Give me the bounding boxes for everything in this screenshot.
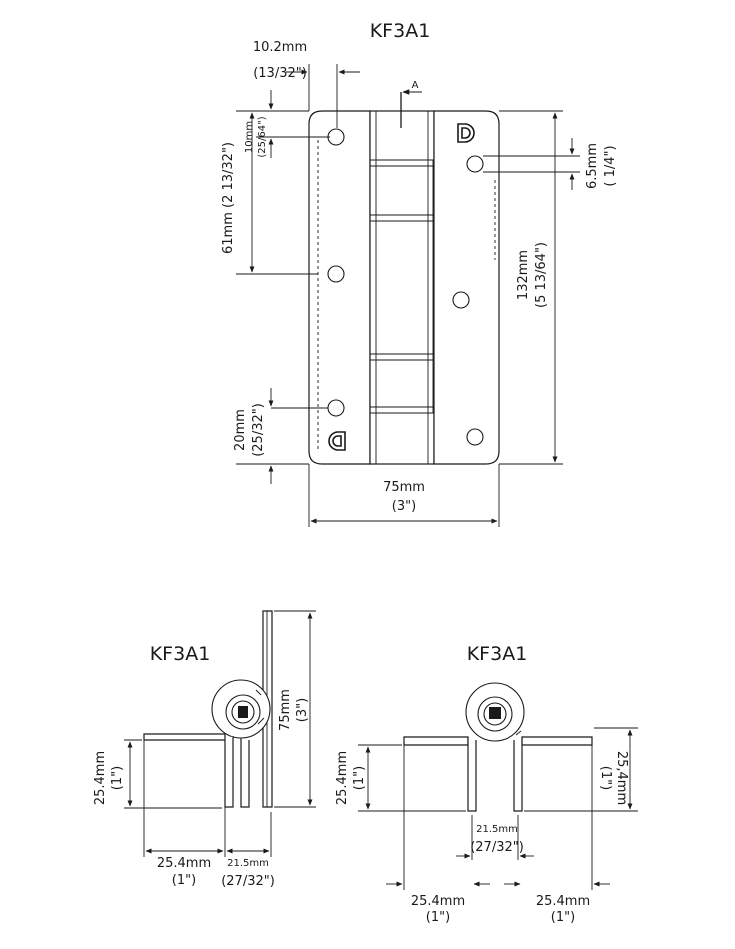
front-hinge-body (308, 110, 500, 465)
dim-width-in: (3") (392, 499, 416, 514)
side-view-flat: KF3A1 25.4mm (1") 25,4mm (1") (335, 643, 638, 925)
side-flat-right-depth-mm: 25,4mm (614, 751, 629, 805)
dim-pin-offset-mm: 10.2mm (253, 40, 307, 55)
side-flat-title: KF3A1 (467, 643, 528, 665)
side-flat-left-depth-mm: 25.4mm (335, 751, 350, 805)
side-flat-left-width-in: (1") (426, 910, 450, 925)
side-flat-gap-mm: 21.5mm (476, 824, 518, 835)
dim-width: 75mm (3") (308, 464, 500, 527)
side-open-depth-in: (1") (110, 766, 125, 790)
front-hole-right-middle (452, 291, 470, 309)
dim-right-hole-in: ( 1/4") (603, 145, 618, 186)
side-open-gap-in: (27/32") (221, 874, 275, 889)
front-hole-right-bottom (466, 428, 484, 446)
section-marker: A (400, 80, 422, 128)
side-flat-right-depth-in: (1") (598, 766, 613, 790)
front-view-title: KF3A1 (370, 20, 431, 42)
side-flat-left-depth-in: (1") (352, 766, 367, 790)
dim-width-mm: 75mm (383, 480, 425, 495)
front-hole-left-bottom (327, 399, 345, 417)
dim-top-hole-mm: 10mm (244, 121, 255, 153)
brand-logo-icon (328, 431, 346, 451)
dim-bottom-hole-mm: 20mm (233, 409, 248, 451)
side-open-title: KF3A1 (150, 643, 211, 665)
dim-bottom-hole-in: (25/32") (251, 403, 266, 457)
front-hole-left-middle (327, 265, 345, 283)
side-flat-right-width-in: (1") (551, 910, 575, 925)
side-open-height-in: (3") (295, 698, 310, 722)
side-flat-hinge (403, 682, 593, 815)
side-view-open: KF3A1 25.4mm (1") (93, 610, 316, 889)
front-view: KF3A1 (221, 20, 618, 527)
side-open-dims: 25.4mm (1") 75mm (3") 25.4mm (1") 21.5mm… (93, 610, 316, 889)
dim-height-mm: 132mm (516, 250, 531, 300)
dim-pin-offset: 10.2mm (13/32") (253, 40, 360, 128)
dim-right-side: 6.5mm ( 1/4") 132mm (5 13/64") (483, 110, 618, 465)
side-open-bottom-mm: 25.4mm (157, 856, 211, 871)
dim-height-in: (5 13/64") (534, 242, 549, 308)
dim-top-hole-in: (25/64") (257, 116, 268, 157)
side-open-depth-mm: 25.4mm (93, 751, 108, 805)
dim-pin-offset-in: (13/32") (253, 66, 307, 81)
dim-mid-hole: 61mm (2 13/32") (221, 142, 236, 254)
side-open-height-mm: 75mm (278, 689, 293, 731)
side-open-gap-mm: 21.5mm (227, 858, 269, 869)
section-marker-label: A (412, 80, 419, 91)
dim-right-hole-mm: 6.5mm (585, 143, 600, 189)
side-open-bottom-in: (1") (172, 873, 196, 888)
side-open-hinge (143, 610, 273, 812)
side-flat-right-width-mm: 25.4mm (536, 894, 590, 909)
side-flat-left-width-mm: 25.4mm (411, 894, 465, 909)
front-hole-left-top (327, 128, 345, 146)
side-flat-gap-in: (27/32") (470, 840, 524, 855)
side-flat-dims: 25.4mm (1") 25,4mm (1") 21.5mm (27/32") … (335, 727, 638, 925)
brand-logo-icon (457, 123, 475, 143)
front-hole-right-top (466, 155, 484, 173)
dim-left-holes: 10mm (25/64") 61mm (2 13/32") 20mm (25/3… (221, 90, 330, 484)
